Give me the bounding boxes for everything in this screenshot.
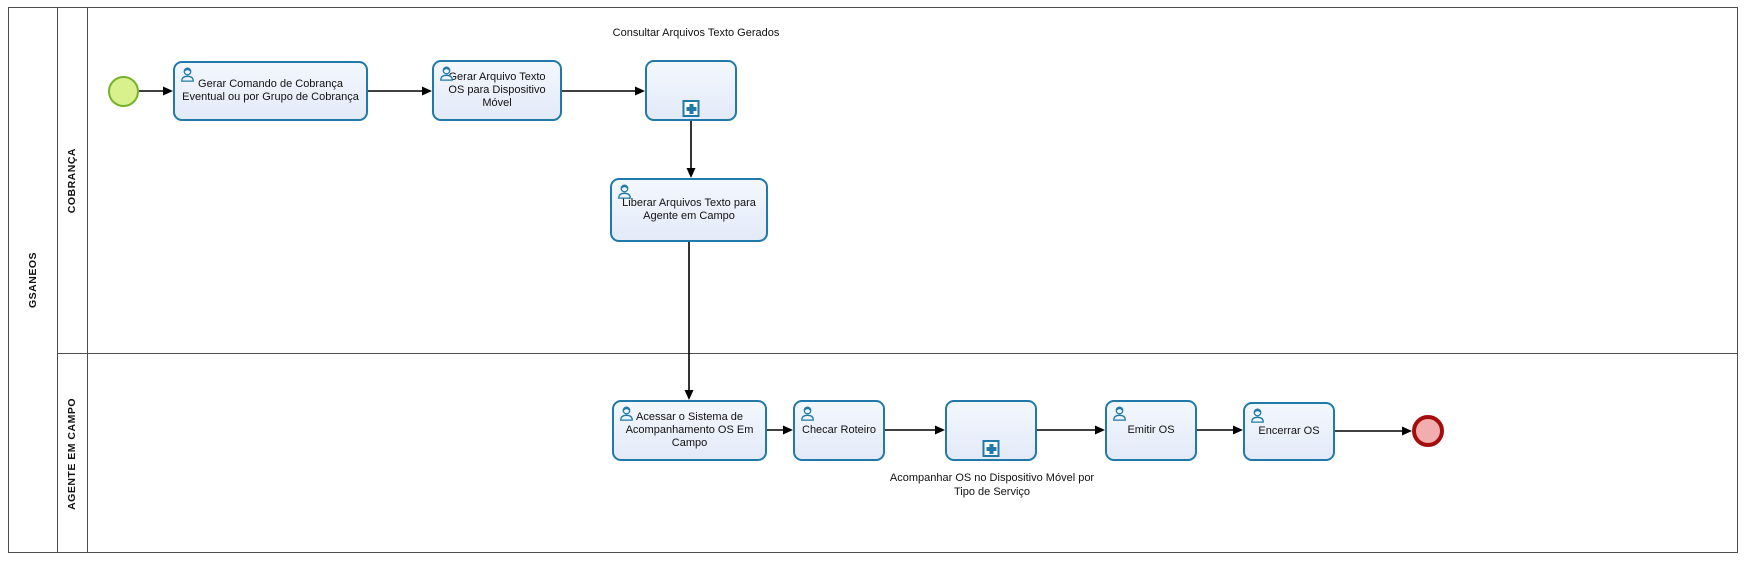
lane-header-agente-em-campo: AGENTE EM CAMPO (57, 354, 88, 553)
task-label: Gerar Comando de Cobrança Eventual ou po… (182, 78, 359, 103)
user-task-checar-roteiro[interactable]: Checar Roteiro (793, 400, 885, 461)
user-task-icon (438, 65, 455, 82)
user-task-acessar-sistema[interactable]: Acessar o Sistema de Acompanhamento OS E… (612, 400, 767, 461)
user-task-icon (1249, 407, 1266, 424)
user-task-icon (618, 405, 635, 422)
lane-label-cobranca: COBRANÇA (65, 147, 78, 214)
subprocess-plus-icon[interactable] (682, 100, 700, 117)
subprocess-acompanhar-os[interactable] (945, 400, 1037, 461)
subprocess-consultar-arquivos[interactable] (645, 60, 737, 121)
pool-header: GSANEOS (8, 7, 58, 553)
task-label: Checar Roteiro (802, 424, 876, 436)
lane-header-cobranca: COBRANÇA (57, 7, 88, 354)
user-task-encerrar-os[interactable]: Encerrar OS (1243, 402, 1335, 461)
subprocess-acompanhar-label: Acompanhar OS no Dispositivo Móvel por T… (889, 472, 1095, 498)
lane-label-agente-em-campo: AGENTE EM CAMPO (65, 397, 78, 510)
user-task-emitir-os[interactable]: Emitir OS (1105, 400, 1197, 461)
user-task-icon (799, 405, 816, 422)
user-task-icon (179, 66, 196, 83)
lane-divider (56, 352, 1738, 354)
user-task-icon (1111, 405, 1128, 422)
user-task-icon (616, 183, 633, 200)
user-task-gerar-arquivo[interactable]: Gerar Arquivo Texto OS para Dispositivo … (432, 60, 562, 121)
task-label: Gerar Arquivo Texto OS para Dispositivo … (448, 71, 546, 109)
pool-label: GSANEOS (27, 251, 39, 308)
start-event[interactable] (108, 76, 139, 107)
subprocess-plus-icon[interactable] (982, 440, 1000, 457)
task-label: Acessar o Sistema de Acompanhamento OS E… (625, 411, 754, 449)
user-task-gerar-comando[interactable]: Gerar Comando de Cobrança Eventual ou po… (173, 61, 368, 121)
user-task-liberar-arquivos[interactable]: Liberar Arquivos Texto para Agente em Ca… (610, 178, 768, 242)
task-label: Liberar Arquivos Texto para Agente em Ca… (622, 197, 756, 222)
task-label: Emitir OS (1127, 424, 1175, 436)
subprocess-consultar-label: Consultar Arquivos Texto Gerados (612, 27, 780, 39)
task-label: Encerrar OS (1258, 425, 1320, 437)
end-event[interactable] (1412, 415, 1444, 447)
